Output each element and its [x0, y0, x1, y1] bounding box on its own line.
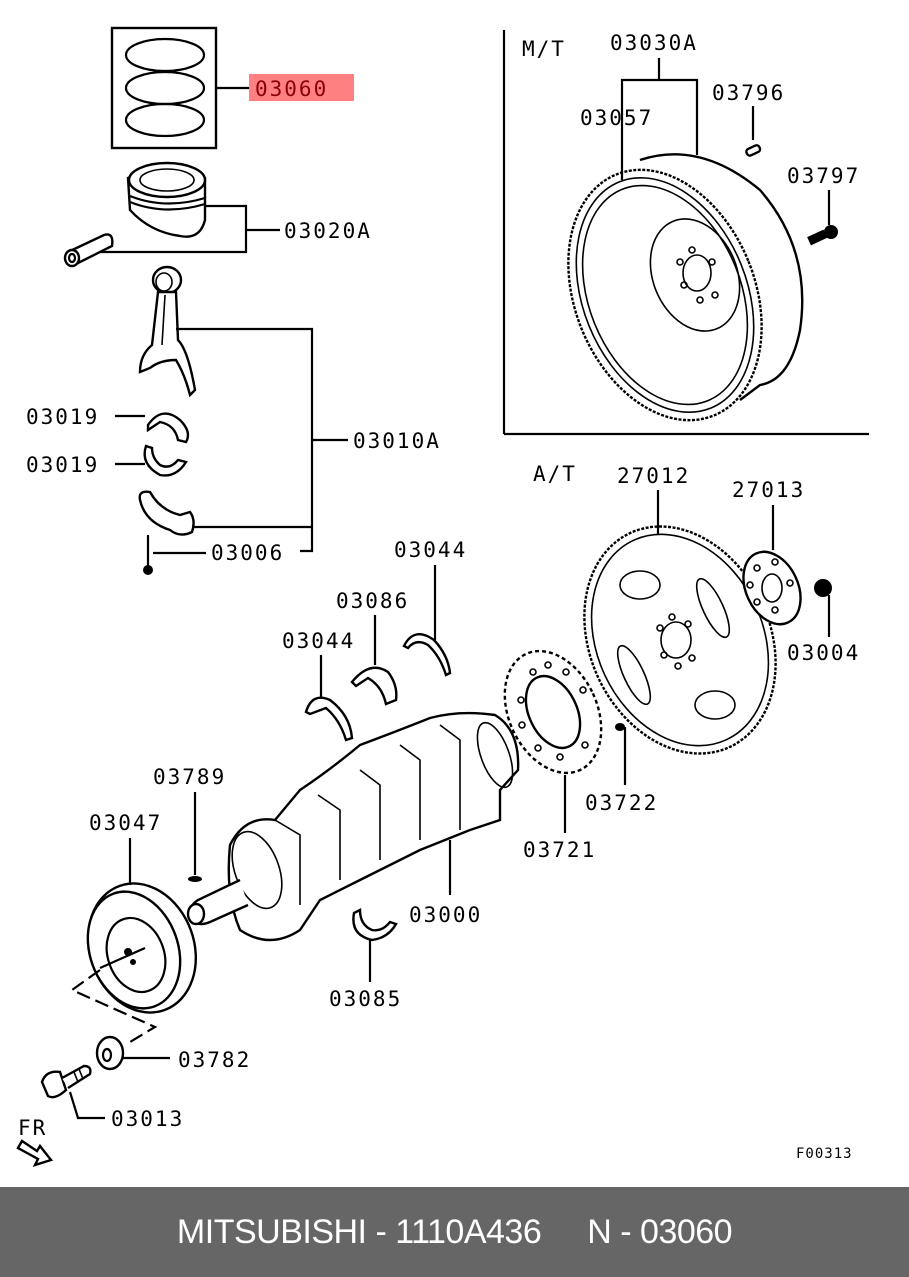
label-connecting-rod-assy[interactable]: 03010A: [353, 429, 441, 453]
label-rod-bearing-lower[interactable]: 03019: [26, 453, 99, 477]
rod-bearing-lower[interactable]: [143, 444, 188, 477]
label-main-bearing-lower[interactable]: 03085: [329, 987, 402, 1011]
thrust-bearing-upper-left[interactable]: [304, 696, 354, 742]
label-drive-plate[interactable]: 27012: [617, 464, 690, 488]
label-piston-ring-set[interactable]: 03060: [255, 77, 328, 101]
flywheel[interactable]: [533, 141, 804, 449]
rod-bolt[interactable]: [143, 535, 153, 575]
piston[interactable]: [126, 161, 207, 238]
highlight-badge: [249, 74, 354, 101]
label-crank-sensing-ring[interactable]: 03721: [523, 838, 596, 862]
direction-label: FR: [18, 1116, 47, 1140]
label-crankshaft[interactable]: 03000: [409, 903, 482, 927]
rod-bearing-upper[interactable]: [146, 412, 190, 444]
front-direction-arrow-icon: [16, 1139, 54, 1167]
main-bearing-upper[interactable]: [350, 666, 398, 706]
brand-name: MITSUBISHI: [176, 1212, 367, 1251]
label-sensing-ring-pin[interactable]: 03722: [585, 791, 658, 815]
ref-prefix: N: [587, 1212, 612, 1251]
label-flywheel-ring-gear[interactable]: 03057: [580, 106, 653, 130]
figure-code: F00313: [796, 1146, 853, 1162]
label-main-bearing-upper[interactable]: 03086: [336, 589, 409, 613]
footer-dash-1: -: [375, 1212, 387, 1251]
label-pulley-bolt[interactable]: 03013: [111, 1107, 184, 1131]
label-drive-plate-bolt[interactable]: 03004: [787, 641, 860, 665]
flywheel-pin[interactable]: [745, 144, 762, 157]
thrust-bearing-upper-right[interactable]: [402, 633, 452, 677]
section-label-at: A/T: [533, 462, 577, 486]
flywheel-bolt[interactable]: [807, 225, 838, 246]
piston-ring-set[interactable]: [110, 26, 250, 150]
label-crank-pulley-key[interactable]: 03789: [153, 765, 226, 789]
label-pulley-washer[interactable]: 03782: [178, 1048, 251, 1072]
parts-diagram: 03060 03020A 03019 03019 03010A: [16, 26, 869, 1167]
crank-pulley-key[interactable]: [188, 876, 202, 882]
label-thrust-bearing-upper-right[interactable]: 03044: [394, 538, 467, 562]
label-crank-pulley[interactable]: 03047: [89, 811, 162, 835]
label-flywheel-pin[interactable]: 03796: [712, 81, 785, 105]
pulley-bolt[interactable]: [40, 1064, 92, 1099]
connecting-rod[interactable]: [138, 265, 197, 398]
piston-pin[interactable]: [63, 233, 114, 268]
label-adapter-plate[interactable]: 27013: [732, 478, 805, 502]
label-flywheel-bolt[interactable]: 03797: [787, 164, 860, 188]
label-rod-bearing-upper[interactable]: 03019: [26, 405, 99, 429]
label-thrust-bearing-upper-left[interactable]: 03044: [282, 629, 355, 653]
crankshaft[interactable]: [186, 711, 520, 942]
part-number: 1110A436: [395, 1212, 542, 1251]
part-info-footer: MITSUBISHI - 1110A436 N - 03060: [0, 1187, 909, 1277]
crank-pulley[interactable]: [71, 868, 214, 1028]
label-flywheel-assy[interactable]: 03030A: [610, 31, 698, 55]
drive-plate-bolt[interactable]: [814, 579, 832, 597]
label-rod-bolt[interactable]: 03006: [211, 541, 284, 565]
rod-cap[interactable]: [138, 490, 195, 536]
section-label-mt: M/T: [522, 37, 566, 61]
ref-number: 03060: [640, 1212, 733, 1251]
adapter-plate[interactable]: [732, 543, 811, 634]
footer-dash-2: -: [620, 1212, 632, 1251]
pulley-washer[interactable]: [95, 1035, 125, 1071]
main-bearing-lower[interactable]: [352, 908, 398, 942]
label-piston-and-pin[interactable]: 03020A: [284, 219, 372, 243]
mt-section-frame: [502, 30, 869, 436]
crank-sensing-ring[interactable]: [486, 635, 620, 788]
sensing-ring-pin[interactable]: [615, 723, 625, 731]
